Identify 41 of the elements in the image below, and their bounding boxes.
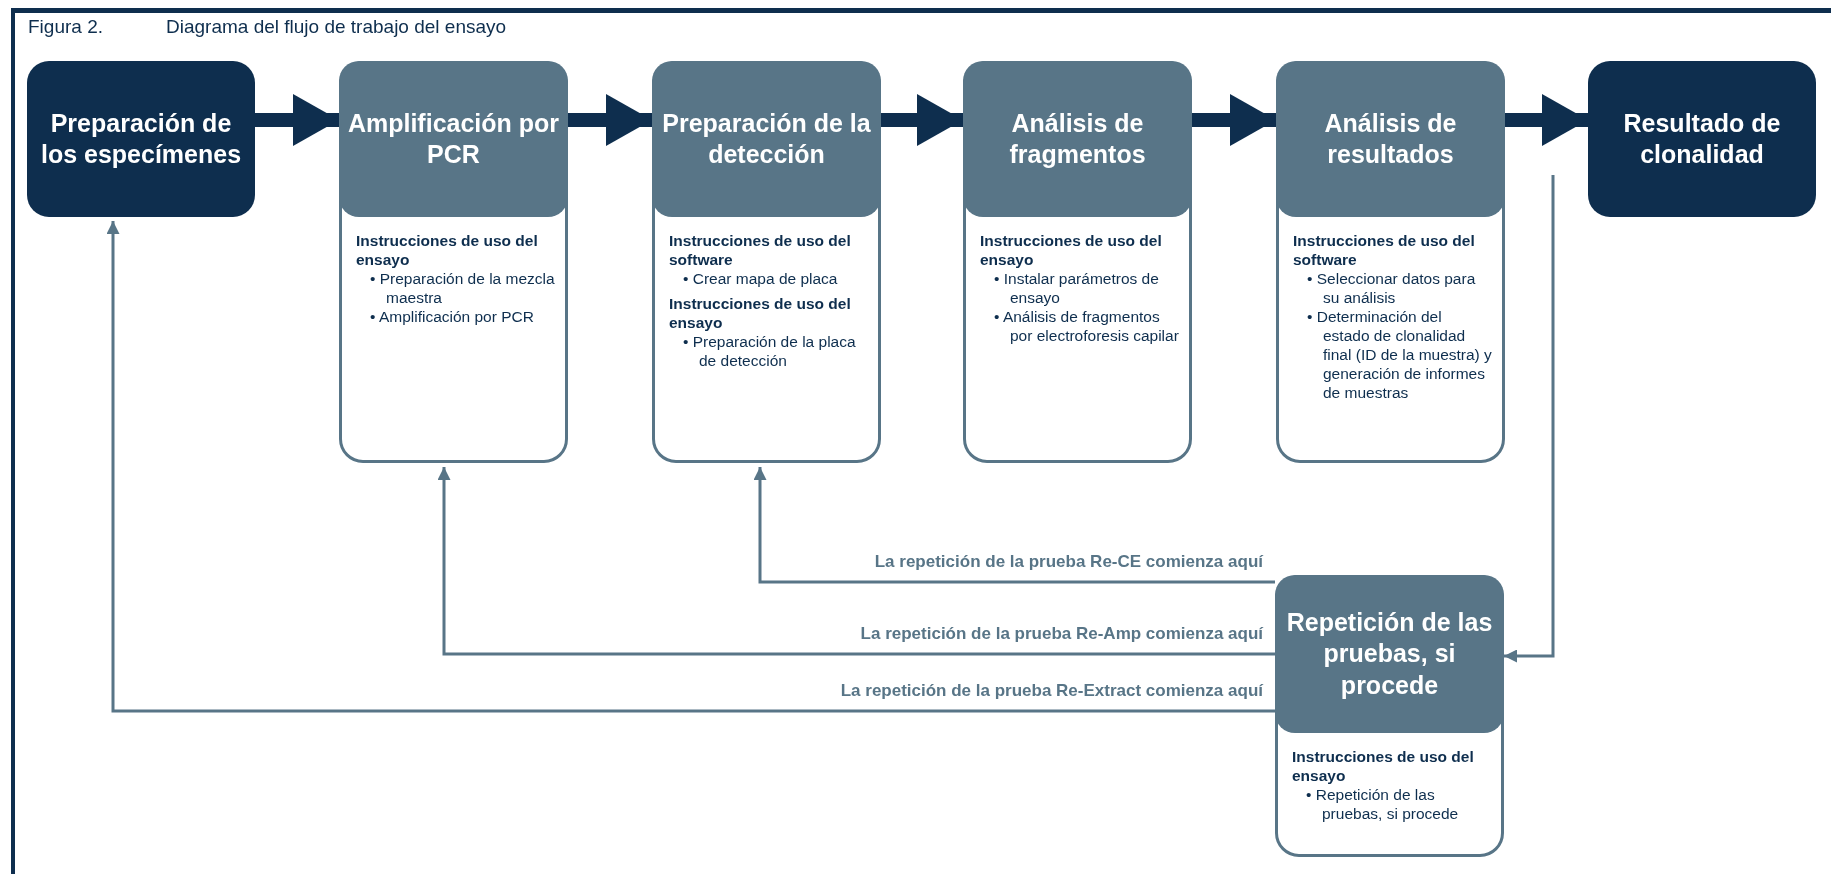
flow-arrow: [568, 94, 652, 146]
return-arrow: [106, 221, 1275, 713]
step-card: [963, 61, 1192, 463]
bullet-item: • Instalar parámetros de ensayo: [993, 269, 1160, 307]
return-arrow: [1504, 175, 1555, 663]
step-header: Repetición de las pruebas, si procede: [1275, 575, 1504, 733]
section-heading: Instrucciones de uso del ensayo: [1292, 747, 1475, 785]
step-header: Amplificación por PCR: [339, 61, 568, 217]
section-heading: Instrucciones de uso del ensayo: [356, 231, 539, 269]
edge-label: La repetición de la prueba Re-CE comienza aquí: [872, 552, 1265, 572]
step-card: [1275, 575, 1504, 857]
bullet-item: • Preparación de la placa de detección: [682, 332, 857, 370]
bullet-item: • Análisis de fragmentos por electroforesis capilar: [993, 307, 1179, 345]
section-heading: Instrucciones de uso del software: [669, 231, 852, 269]
bullet-item: • Crear mapa de placa: [682, 269, 839, 288]
bullet-item: • Determinación del estado de clonalidad final (ID de la muestra) y generación de informes de muestras: [1306, 307, 1492, 402]
step-header: Análisis de resultados: [1276, 61, 1505, 217]
section-heading: Instrucciones de uso del ensayo: [980, 231, 1163, 269]
step-card: [1276, 61, 1505, 463]
figure-title: Diagrama del flujo de trabajo del ensayo: [166, 16, 507, 38]
flow-arrow: [1192, 94, 1276, 146]
step-card: [339, 61, 568, 463]
terminal-box: Preparación de los especímenes: [27, 61, 255, 217]
section-heading: Instrucciones de uso del ensayo: [669, 294, 852, 332]
bullet-item: • Seleccionar datos para su análisis: [1306, 269, 1477, 307]
step-card: [652, 61, 881, 463]
edge-label: La repetición de la prueba Re-Extract comienza aquí: [838, 681, 1265, 701]
figure-number: Figura 2.: [28, 16, 103, 38]
step-header: Análisis de fragmentos: [963, 61, 1192, 217]
bullet-item: • Repetición de las pruebas, si procede: [1305, 785, 1460, 823]
flow-arrow: [1505, 94, 1588, 146]
step-header: Preparación de la detección: [652, 61, 881, 217]
flow-arrow: [881, 94, 963, 146]
edge-label: La repetición de la prueba Re-Amp comienza aquí: [858, 624, 1265, 644]
flow-arrow: [255, 94, 339, 146]
terminal-box: Resultado de clonalidad: [1588, 61, 1816, 217]
bullet-item: • Amplificación por PCR: [369, 307, 535, 326]
return-arrow: [753, 467, 1275, 584]
bullet-item: • Preparación de la mezcla maestra: [369, 269, 555, 307]
section-heading: Instrucciones de uso del software: [1293, 231, 1476, 269]
return-arrow: [437, 467, 1275, 656]
